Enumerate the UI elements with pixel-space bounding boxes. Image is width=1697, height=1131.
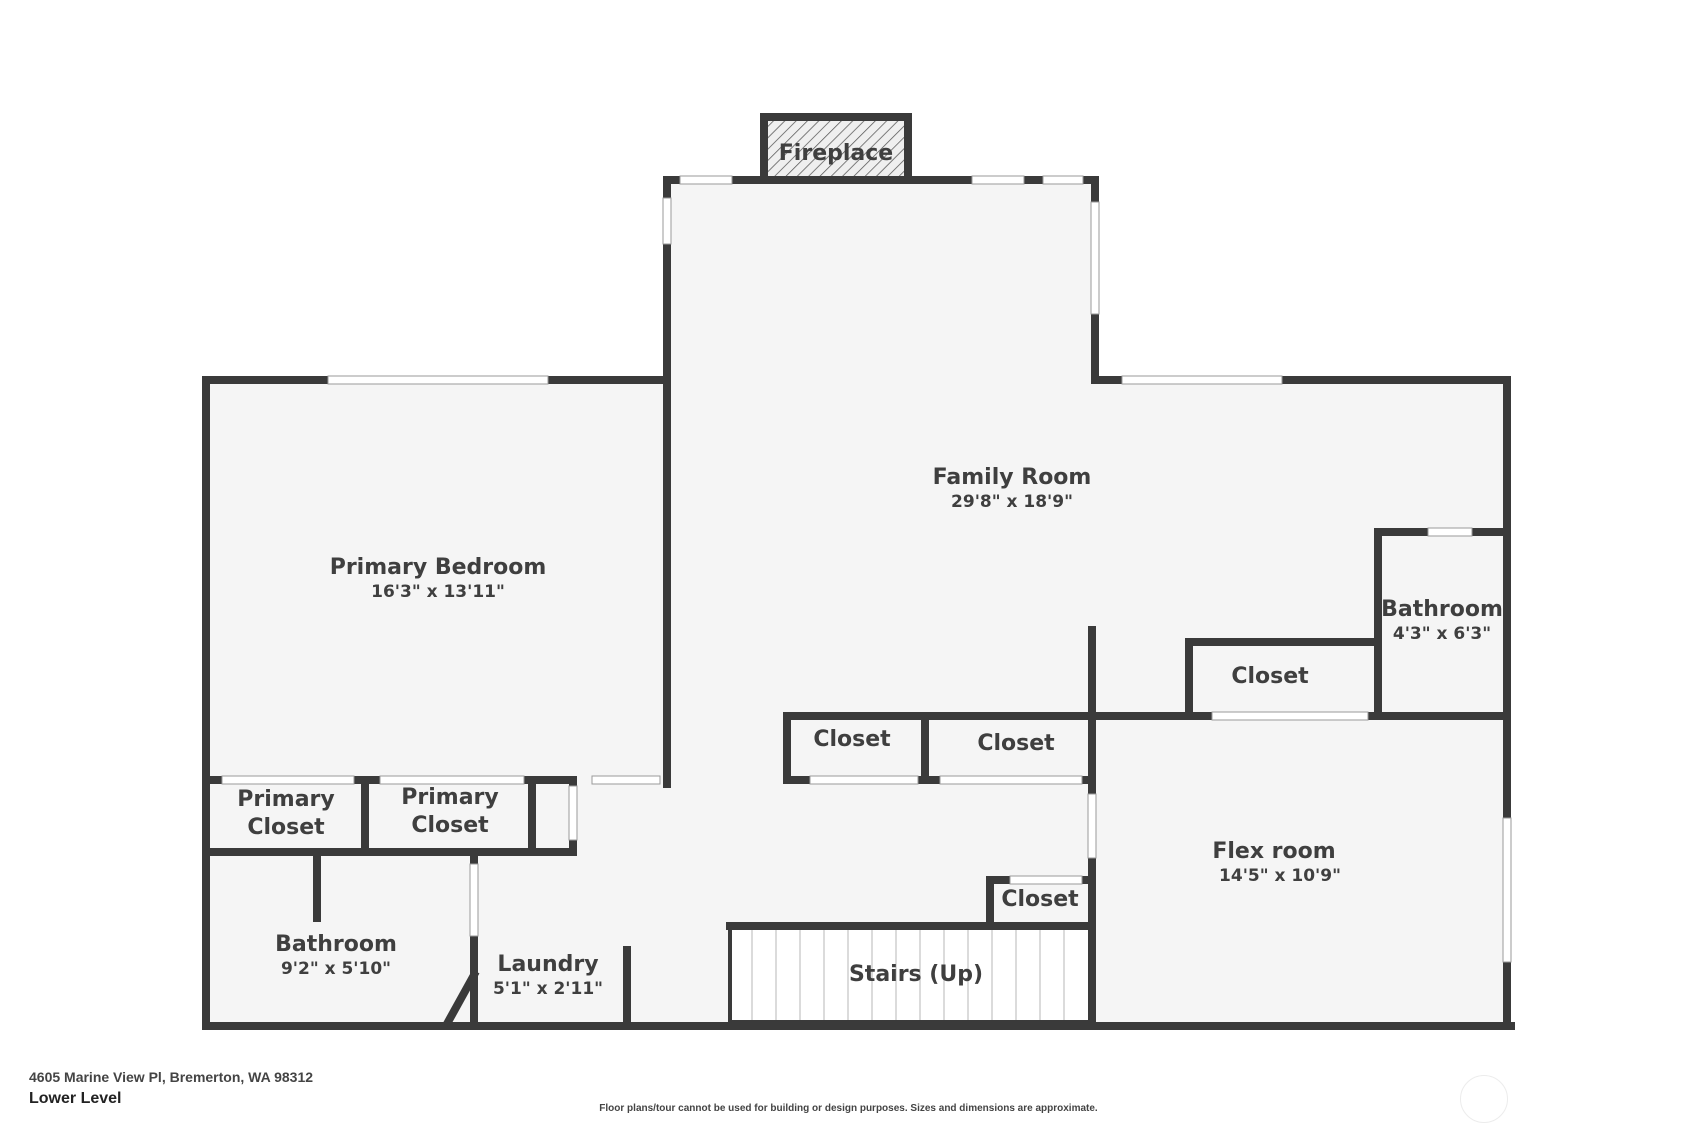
closet-right-name: Closet [1231, 664, 1309, 689]
primary-closet-2-line2: Closet [411, 813, 489, 838]
closet-mid-right-name: Closet [977, 731, 1055, 756]
property-address: 4605 Marine View Pl, Bremerton, WA 98312 [29, 1069, 314, 1085]
laundry-dim: 5'1" x 2'11" [493, 979, 603, 999]
bathroom-left-dim: 9'2" x 5'10" [281, 959, 391, 979]
primary-bedroom-name: Primary Bedroom [330, 555, 547, 580]
bathroom-left-name: Bathroom [275, 932, 397, 957]
flex-room-name: Flex room [1212, 839, 1335, 864]
fireplace-label: Fireplace [779, 141, 893, 166]
walls [202, 176, 1515, 1030]
fireplace-hearth [760, 113, 912, 184]
windows [221, 175, 1512, 963]
primary-bedroom-dim: 16'3" x 13'11" [371, 582, 505, 602]
disclaimer-text: Floor plans/tour cannot be used for buil… [599, 1103, 1098, 1114]
brand-logo-icon [1460, 1075, 1508, 1123]
primary-closet-1-line2: Closet [247, 815, 325, 840]
bathroom-right-dim: 4'3" x 6'3" [1393, 624, 1491, 644]
floor-level-label: Lower Level [29, 1090, 122, 1107]
closet-small-name: Closet [1001, 887, 1079, 912]
family-room-name: Family Room [933, 465, 1092, 490]
laundry-name: Laundry [497, 952, 598, 977]
closet-mid-left-name: Closet [813, 727, 891, 752]
primary-closet-1-line1: Primary [237, 787, 334, 812]
family-room-dim: 29'8" x 18'9" [951, 492, 1073, 512]
primary-closet-2-line1: Primary [401, 785, 498, 810]
flex-room-dim: 14'5" x 10'9" [1219, 866, 1341, 886]
stairs-label: Stairs (Up) [849, 962, 983, 987]
bathroom-right-name: Bathroom [1381, 597, 1503, 622]
